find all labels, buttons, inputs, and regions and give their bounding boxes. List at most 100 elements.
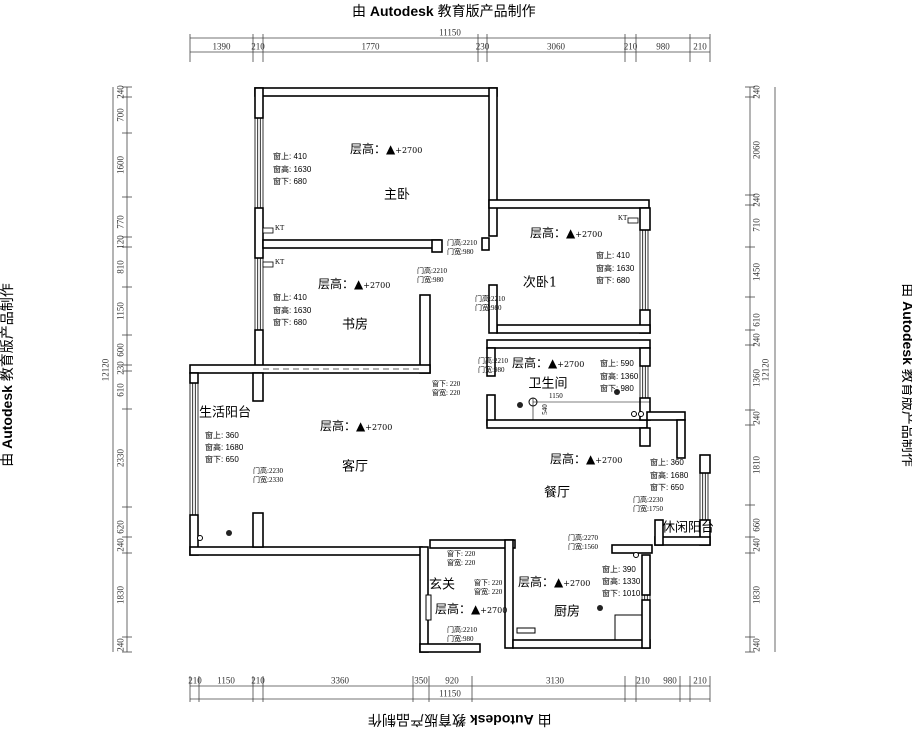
dimension-bottom: 210: [693, 675, 707, 686]
ceiling-height-label: 层高：: [550, 452, 587, 466]
wall: [254, 207, 264, 259]
door-height: 门高:2210: [447, 239, 477, 247]
elevation-marker-icon: ▲: [354, 277, 364, 291]
electric-box-icon: [425, 594, 432, 621]
window-spec-top: 窗上: 410: [596, 252, 630, 260]
drain-icon: [597, 605, 603, 611]
door-width: 门宽:1560: [568, 543, 598, 551]
watermark-prefix: 由: [0, 452, 15, 467]
watermark-left: 由 Autodesk 教育版产品制作: [0, 283, 17, 467]
window-spec-top: 窗上: 360: [205, 432, 239, 440]
door-height: 门高:2210: [475, 295, 505, 303]
wall: [486, 347, 496, 377]
dimension-top: 1390: [212, 41, 231, 52]
elevation-marker-icon: ▲: [471, 602, 481, 616]
door-width: 门宽:1750: [633, 505, 663, 513]
window-spec-value: 360: [225, 431, 239, 440]
dimension-top: 210: [623, 41, 638, 52]
wall: [639, 207, 651, 231]
window-spec-value: 360: [670, 458, 684, 467]
wall: [512, 639, 651, 649]
elevation-marker-icon: ▲: [554, 575, 564, 589]
door-width: 门宽:980: [417, 276, 444, 284]
ceiling-height-label: 层高：: [435, 602, 472, 616]
window-spec-height: 窗高: 1630: [596, 265, 634, 273]
window-spec-label: 窗上:: [600, 359, 619, 368]
wall: [488, 87, 498, 237]
wall: [429, 539, 516, 549]
dimension-top: 230: [475, 41, 490, 52]
window-spec-height: 窗高: 1630: [273, 166, 311, 174]
door-height: 门高:2210: [417, 267, 447, 275]
ceiling-height-value: +2700: [563, 579, 591, 588]
window-spec-label: 窗上:: [602, 565, 621, 574]
ceiling-height-value: +2700: [363, 281, 391, 290]
dimension-left: 240: [115, 638, 126, 652]
door-width: 门宽:980: [447, 635, 474, 643]
dimension-right: 240: [751, 333, 762, 347]
watermark-suffix: 教育版产品制作: [0, 283, 15, 382]
watermark-suffix: 教育版产品制作: [899, 368, 912, 467]
dimension-right: 240: [751, 193, 762, 207]
window-spec-top: 窗上: 410: [273, 294, 307, 302]
window-spec-label: 窗上:: [273, 152, 292, 161]
ceiling-height-value: +2700: [595, 456, 623, 465]
kitchen-shaft: [614, 614, 643, 641]
elevation-marker-icon: ▲: [548, 356, 558, 370]
window-spec-value: 980: [620, 384, 634, 393]
wall: [254, 87, 264, 119]
elevation-marker-icon: ▲: [356, 419, 366, 433]
wall: [504, 539, 514, 649]
window-spec-height: 窗高: 1360: [600, 373, 638, 381]
wall: [189, 364, 431, 374]
wall: [496, 324, 651, 334]
dimension-total-right: 12120: [760, 358, 771, 382]
ceiling-height-label: 层高：: [320, 419, 357, 433]
dimension-left: 240: [115, 85, 126, 99]
window-spec-label: 窗上:: [596, 251, 615, 260]
dimension-right: 710: [751, 218, 762, 232]
room-name-kitchen: 厨房: [553, 604, 581, 620]
window-spec-value: 410: [293, 152, 307, 161]
wall: [639, 427, 651, 447]
pipe-icon: [633, 552, 639, 558]
wall: [641, 554, 651, 596]
door-width: 门宽:980: [475, 304, 502, 312]
watermark-suffix: 教育版产品制作: [437, 3, 536, 19]
dimension-left: 120: [115, 235, 126, 249]
wall: [254, 87, 498, 97]
dimension-right: 1360: [751, 369, 762, 387]
window-spec-value: 1680: [670, 471, 689, 480]
dimension-left: 230: [115, 361, 126, 375]
elevation-marker-icon: ▲: [586, 452, 596, 466]
ceiling-height-kitchen: 层高：▲+2700: [518, 576, 590, 588]
window-spec-label: 窗高:: [273, 165, 292, 174]
pipe-icon: [197, 535, 203, 541]
switch-label: KT: [275, 224, 285, 232]
bathroom-height-dim: 540: [540, 404, 549, 415]
dimension-bottom: 350: [414, 675, 428, 686]
wall: [646, 411, 686, 421]
door-height: 门高:2270: [568, 534, 598, 542]
watermark-prefix: 由: [352, 3, 366, 19]
window-spec-label: 窗上:: [205, 431, 224, 440]
dimension-total-bottom: 11150: [439, 688, 461, 699]
room-name-study: 书房: [341, 317, 369, 333]
ceiling-height-value: +2700: [395, 146, 423, 155]
dimension-bottom: 3360: [331, 675, 349, 686]
dimension-left: 1150: [115, 302, 126, 320]
window-spec-bottom: 窗下: 680: [273, 319, 307, 327]
watermark-bottom: 由 Autodesk 教育版产品制作: [368, 710, 552, 730]
window-spec-bottom: 窗下: 650: [650, 484, 684, 492]
dimension-left: 600: [115, 343, 126, 357]
door-width: 门宽:980: [447, 248, 474, 256]
wall: [699, 454, 711, 474]
window-spec-label: 窗下:: [600, 384, 619, 393]
window-spec-value: 680: [293, 318, 307, 327]
watermark-brand: Autodesk: [369, 3, 434, 19]
window-spec-bottom: 窗下: 680: [596, 277, 630, 285]
window-spec-value: 410: [293, 293, 307, 302]
wall: [252, 512, 264, 548]
ceiling-height-living: 层高：▲+2700: [320, 420, 392, 432]
